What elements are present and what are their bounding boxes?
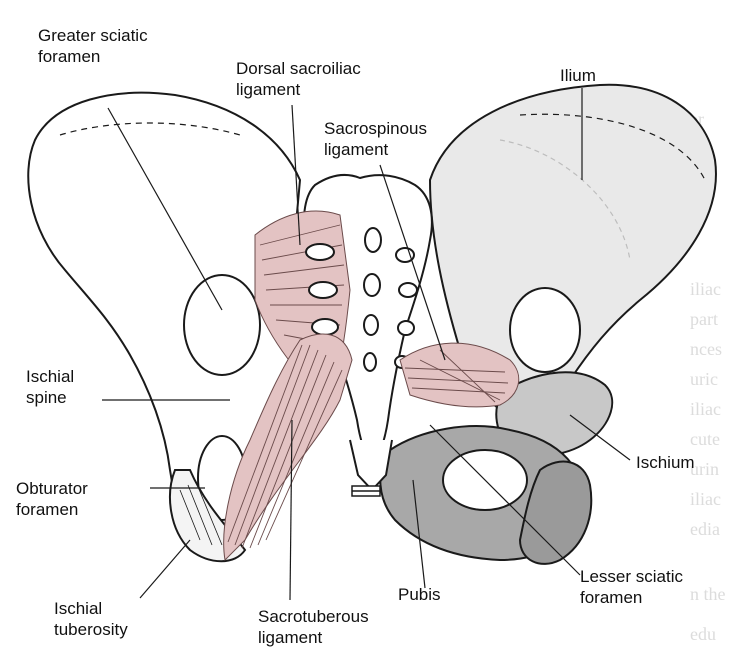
svg-text:iliac: iliac bbox=[690, 279, 721, 299]
svg-text:nces: nces bbox=[690, 339, 722, 359]
label-line: ligament bbox=[236, 79, 361, 100]
right-hip-bone bbox=[380, 85, 716, 564]
svg-text:iliac: iliac bbox=[690, 489, 721, 509]
svg-text:uric: uric bbox=[690, 369, 718, 389]
leader-ischial-tuberosity bbox=[140, 540, 190, 598]
label-obturator-foramen: Obturator foramen bbox=[16, 478, 88, 520]
svg-text:n the: n the bbox=[690, 584, 726, 604]
label-line: foramen bbox=[16, 499, 88, 520]
label-line: tuberosity bbox=[54, 619, 128, 640]
label-line: ligament bbox=[324, 139, 427, 160]
label-ilium: Ilium bbox=[560, 65, 596, 86]
label-line: ligament bbox=[258, 627, 369, 648]
label-line: Greater sciatic bbox=[38, 25, 148, 46]
label-ischial-tuberosity: Ischial tuberosity bbox=[54, 598, 128, 640]
label-line: Dorsal sacroiliac bbox=[236, 58, 361, 79]
label-sacrospinous-ligament: Sacrospinous ligament bbox=[324, 118, 427, 160]
svg-text:iliac: iliac bbox=[690, 399, 721, 419]
label-sacrotuberous-ligament: Sacrotuberous ligament bbox=[258, 606, 369, 648]
label-lesser-sciatic-foramen: Lesser sciatic foramen bbox=[580, 566, 683, 608]
label-greater-sciatic-foramen: Greater sciatic foramen bbox=[38, 25, 148, 67]
label-line: foramen bbox=[580, 587, 683, 608]
svg-text:part: part bbox=[690, 309, 718, 329]
label-line: Ischium bbox=[636, 452, 695, 473]
label-line: spine bbox=[26, 387, 74, 408]
label-line: foramen bbox=[38, 46, 148, 67]
label-line: Ischial bbox=[26, 366, 74, 387]
left-greater-sciatic-foramen bbox=[184, 275, 260, 375]
label-line: Ischial bbox=[54, 598, 128, 619]
label-dorsal-sacroiliac-ligament: Dorsal sacroiliac ligament bbox=[236, 58, 361, 100]
svg-text:edia: edia bbox=[690, 519, 720, 539]
label-line: Ilium bbox=[560, 65, 596, 86]
pubic-symphysis bbox=[352, 486, 380, 496]
label-ischial-spine: Ischial spine bbox=[26, 366, 74, 408]
label-line: Sacrotuberous bbox=[258, 606, 369, 627]
label-line: Obturator bbox=[16, 478, 88, 499]
svg-text:edu: edu bbox=[690, 624, 716, 644]
label-line: Lesser sciatic bbox=[580, 566, 683, 587]
label-line: Pubis bbox=[398, 584, 441, 605]
label-line: Sacrospinous bbox=[324, 118, 427, 139]
svg-text:cute: cute bbox=[690, 429, 720, 449]
label-pubis: Pubis bbox=[398, 584, 441, 605]
label-ischium: Ischium bbox=[636, 452, 695, 473]
